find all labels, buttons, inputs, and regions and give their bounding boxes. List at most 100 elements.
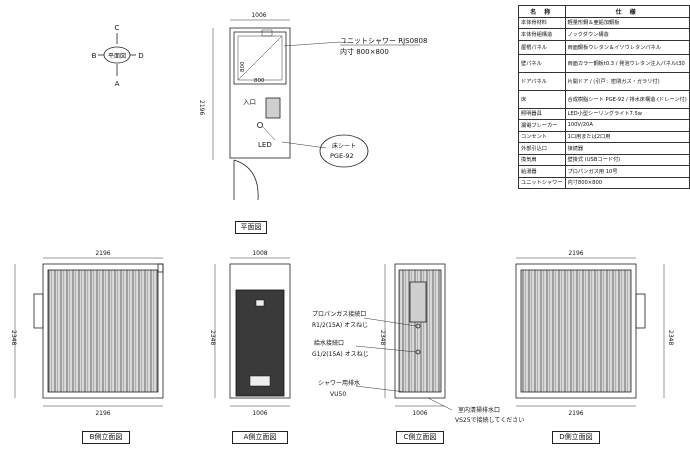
elevation-b: 2196 2348 2196 xyxy=(10,250,164,417)
plan-water-heater xyxy=(261,29,273,37)
elev-a-caption: A側立面図 xyxy=(232,431,288,444)
elev-b-side-box xyxy=(33,293,44,329)
elev-c-propane-leader xyxy=(363,317,417,327)
elev-d-caption: D側立面図 xyxy=(552,431,600,444)
plan-floor-line1: 床シート xyxy=(332,142,356,150)
elev-a-height-dim: 2348 xyxy=(209,330,216,345)
elev-c-frame xyxy=(394,263,446,399)
spec-row-name: コンセント xyxy=(518,130,566,143)
spec-row: 屋根パネル両面鋼板ウレタン＆イソウレタンパネル xyxy=(518,39,690,55)
elev-b-wall-panel xyxy=(47,269,159,393)
elevation-d: 2196 2348 2196 xyxy=(515,250,674,417)
compass-left-label: B xyxy=(92,52,97,60)
elev-c-water-heater xyxy=(409,281,427,323)
plan-model-line1: ユニットシャワー RJS0808 xyxy=(340,37,427,45)
elev-c-drain-leader xyxy=(355,385,406,393)
spec-row-value: 接続器 xyxy=(564,142,690,155)
elev-b-top-dim: 2196 xyxy=(95,250,110,257)
spec-header-spec: 仕 様 xyxy=(564,5,690,18)
plan-model-line2: 内寸 800×800 xyxy=(340,47,389,56)
plan-floor-bubble xyxy=(319,134,369,168)
plan-control-panel xyxy=(265,97,281,119)
spec-row: 給湯器プロパンガス用 10号 xyxy=(518,165,690,178)
elev-a-bottom-dim: 1006 xyxy=(252,410,267,417)
spec-row-value: 両面鋼板ウレタン＆イソウレタンパネル xyxy=(564,39,690,55)
plan-model-leader xyxy=(283,41,341,47)
elev-c-drain-2: VU50 xyxy=(330,391,346,398)
plan-inner-depth: 800 xyxy=(240,61,246,72)
spec-row-value: 合成樹脂シート PGE-92 / 排水床構造 (ドレーン付) xyxy=(564,89,690,109)
spec-row-value: 内寸800×800 xyxy=(564,176,690,189)
plan-view: 1006 2196 800 800 入口 LED ユニットシャワー RJS080… xyxy=(198,12,427,201)
spec-row-name: 漏電ブレーカー xyxy=(518,119,566,132)
elevation-c: 2348 1006 プロパンガス接続口 R1/2(15A) オスねじ 給水接続口… xyxy=(312,263,524,424)
spec-row-name: 壁パネル xyxy=(518,53,566,73)
compass-up-label: C xyxy=(115,24,120,32)
spec-row: ドアパネル片開ドア / (引戸：密閉ガス・ガラリ付) xyxy=(518,71,690,91)
plan-floor-leader xyxy=(281,141,327,149)
spec-row-name: 給湯器 xyxy=(518,165,566,178)
elev-c-water-leader xyxy=(355,345,417,353)
plan-led-fixture xyxy=(256,122,263,129)
elev-c-water-1: 給水接続口 xyxy=(314,339,344,347)
spec-row-value: 軽量形鋼＆亜鉛加鋼板 xyxy=(564,16,690,29)
plan-depth-dim: 2196 xyxy=(198,100,205,115)
spec-row-name: 外部引込口 xyxy=(518,142,566,155)
plan-shower-pan xyxy=(237,35,283,81)
elev-c-water-2: G1/2(15A) オスねじ xyxy=(312,351,369,358)
spec-row-value: 100V/20A xyxy=(564,119,690,132)
elev-c-indoor-2: VS25で接続してください xyxy=(455,416,524,424)
elev-d-height-dim: 2348 xyxy=(667,330,674,345)
elev-c-indoor-1: 室内清掃排水口 xyxy=(458,406,500,414)
compass: C 平面図 B D A xyxy=(92,24,144,88)
spec-row-name: ドアパネル xyxy=(518,71,566,91)
elevation-a: 1008 2348 1006 xyxy=(209,250,291,417)
spec-row-name: 本体骨材料 xyxy=(518,16,566,29)
compass-center-label: 平面図 xyxy=(108,53,126,60)
elev-d-wall-panel xyxy=(520,269,632,393)
compass-right-label: D xyxy=(138,52,143,60)
spec-row-name: ユニットシャワー xyxy=(518,176,566,189)
elev-b-bottom-dim: 2196 xyxy=(95,410,110,417)
elev-c-bottom-dim: 1006 xyxy=(412,410,427,417)
spec-row: 本体骨組構造ノックダウン構造 xyxy=(518,28,690,41)
plan-floor-line2: PGE-92 xyxy=(330,152,354,160)
plan-door-swing xyxy=(233,159,259,201)
spec-row-value: 片開ドア / (引戸：密閉ガス・ガラリ付) xyxy=(564,71,690,91)
spec-row-name: 照明器具 xyxy=(518,107,566,120)
spec-row-name: 屋根パネル xyxy=(518,39,566,55)
elev-c-drain-1: シャワー用排水 xyxy=(318,379,360,387)
plan-outline xyxy=(229,27,291,159)
elev-c-indoor-leader xyxy=(427,397,453,411)
elev-a-top-dim: 1008 xyxy=(252,250,267,257)
spec-row-name: 換気扇 xyxy=(518,153,566,166)
plan-led-leader xyxy=(261,125,276,141)
spec-row-value: 両面カラー鋼板t0.3 / 発泡ウレタン注入パネルt30 xyxy=(564,53,690,73)
plan-entrance-label: 入口 xyxy=(243,98,256,106)
spec-row-value: 1口用または2口用 xyxy=(564,130,690,143)
elev-b-frame xyxy=(42,263,164,399)
elev-c-caption: C側立面図 xyxy=(396,431,444,444)
spec-row: 外部引込口接続器 xyxy=(518,142,690,155)
spec-row: 換気扇壁掛式 (USBコード付) xyxy=(518,153,690,166)
elev-d-top-dim: 2196 xyxy=(568,250,583,257)
elev-b-caption: B側立面図 xyxy=(82,431,130,444)
elev-a-door-handle xyxy=(255,299,265,307)
spec-row-value: LED小型シーリングライト7.5w xyxy=(564,107,690,120)
elev-b-vent xyxy=(157,263,164,273)
spec-header-name: 名 称 xyxy=(518,5,566,18)
spec-row-name: 床 xyxy=(518,89,566,109)
elev-c-propane-2: R1/2(15A) オスねじ xyxy=(312,322,368,329)
compass-down-label: A xyxy=(115,80,120,88)
elev-c-height-dim: 2348 xyxy=(379,330,386,345)
spec-row-value: ノックダウン構造 xyxy=(564,28,690,41)
plan-led-label: LED xyxy=(258,141,272,149)
plan-width-dim: 1006 xyxy=(251,12,266,19)
elev-b-height-dim: 2348 xyxy=(10,330,17,345)
spec-row: 壁パネル両面カラー鋼板t0.3 / 発泡ウレタン注入パネルt30 xyxy=(518,53,690,73)
spec-row: 床合成樹脂シート PGE-92 / 排水床構造 (ドレーン付) xyxy=(518,89,690,109)
elev-d-side-box xyxy=(635,293,646,329)
